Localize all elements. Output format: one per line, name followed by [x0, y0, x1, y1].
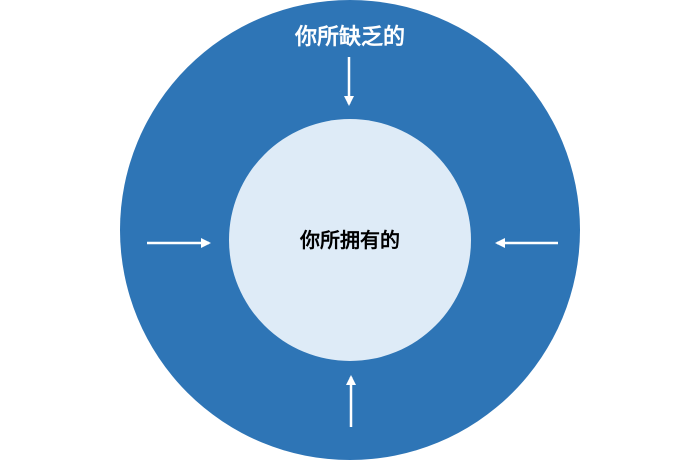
inner-label: 你所拥有的 [299, 228, 400, 252]
inner-circle [229, 119, 471, 361]
outer-label: 你所缺乏的 [294, 24, 405, 50]
